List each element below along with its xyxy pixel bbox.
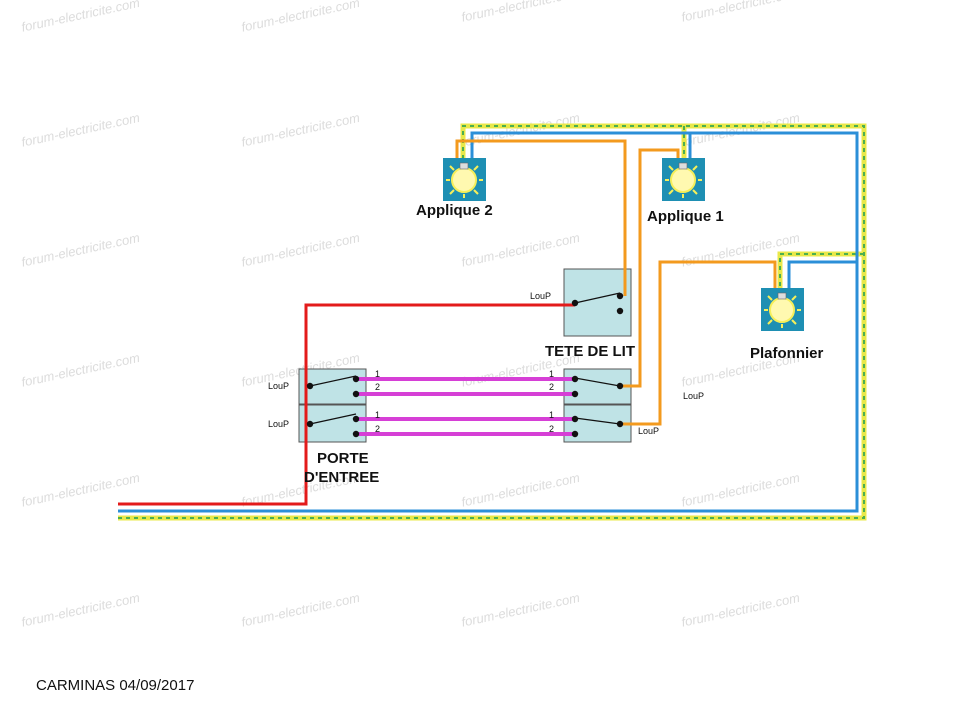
lamp-applique-1 <box>662 158 705 201</box>
lamp-applique-2 <box>443 158 486 201</box>
switch-contacts <box>306 292 624 438</box>
switch-label: LouP <box>268 419 290 429</box>
author-signature: CARMINAS 04/09/2017 <box>36 677 195 694</box>
switch-label: LouP <box>268 381 290 391</box>
terminal-number: 2 <box>549 382 555 392</box>
label-tete-de-lit: TETE DE LIT <box>545 343 635 360</box>
switch-label: LouP <box>530 291 552 301</box>
terminal-number: 1 <box>549 369 555 379</box>
terminal-number: 1 <box>375 369 381 379</box>
label-applique-1: Applique 1 <box>647 208 724 225</box>
traveller-wires <box>356 377 575 436</box>
earth-wire <box>118 123 867 521</box>
label-porte: PORTE <box>317 450 369 467</box>
label-plafonnier: Plafonnier <box>750 345 824 362</box>
neutral-wire <box>118 131 859 513</box>
terminal-number: 1 <box>549 410 555 420</box>
switch-label: LouP <box>683 391 705 401</box>
terminal-number: 2 <box>375 424 381 434</box>
label-d-entree: D'ENTREE <box>304 469 380 486</box>
lamp-plafonnier <box>761 288 804 331</box>
label-applique-2: Applique 2 <box>416 202 493 219</box>
terminal-number: 1 <box>375 410 381 420</box>
return-wires <box>455 139 777 426</box>
switch-label: LouP <box>638 426 660 436</box>
terminal-number: 2 <box>549 424 555 434</box>
terminal-number: 2 <box>375 382 381 392</box>
